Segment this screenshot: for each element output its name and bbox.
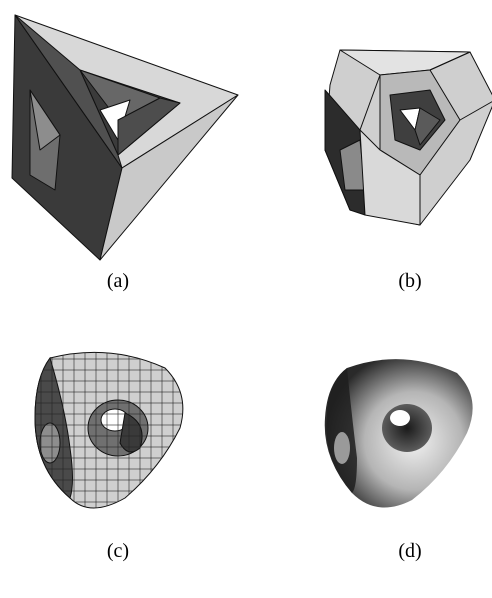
figure-c-subdivided-mesh [30,348,195,518]
figure-a-svg [11,14,239,261]
figure-d-svg [324,359,473,508]
caption-a: (a) [106,270,130,292]
figure-c-svg [34,351,184,509]
caption-b: (b) [398,270,422,292]
figure-a-tetrahedral-frame [0,0,250,270]
caption-c: (c) [106,540,130,562]
figure-b-subdivided-frame [320,40,492,230]
figure-d-smooth-surface [322,348,482,518]
caption-d: (d) [398,540,422,562]
figure-b-svg [324,49,492,226]
